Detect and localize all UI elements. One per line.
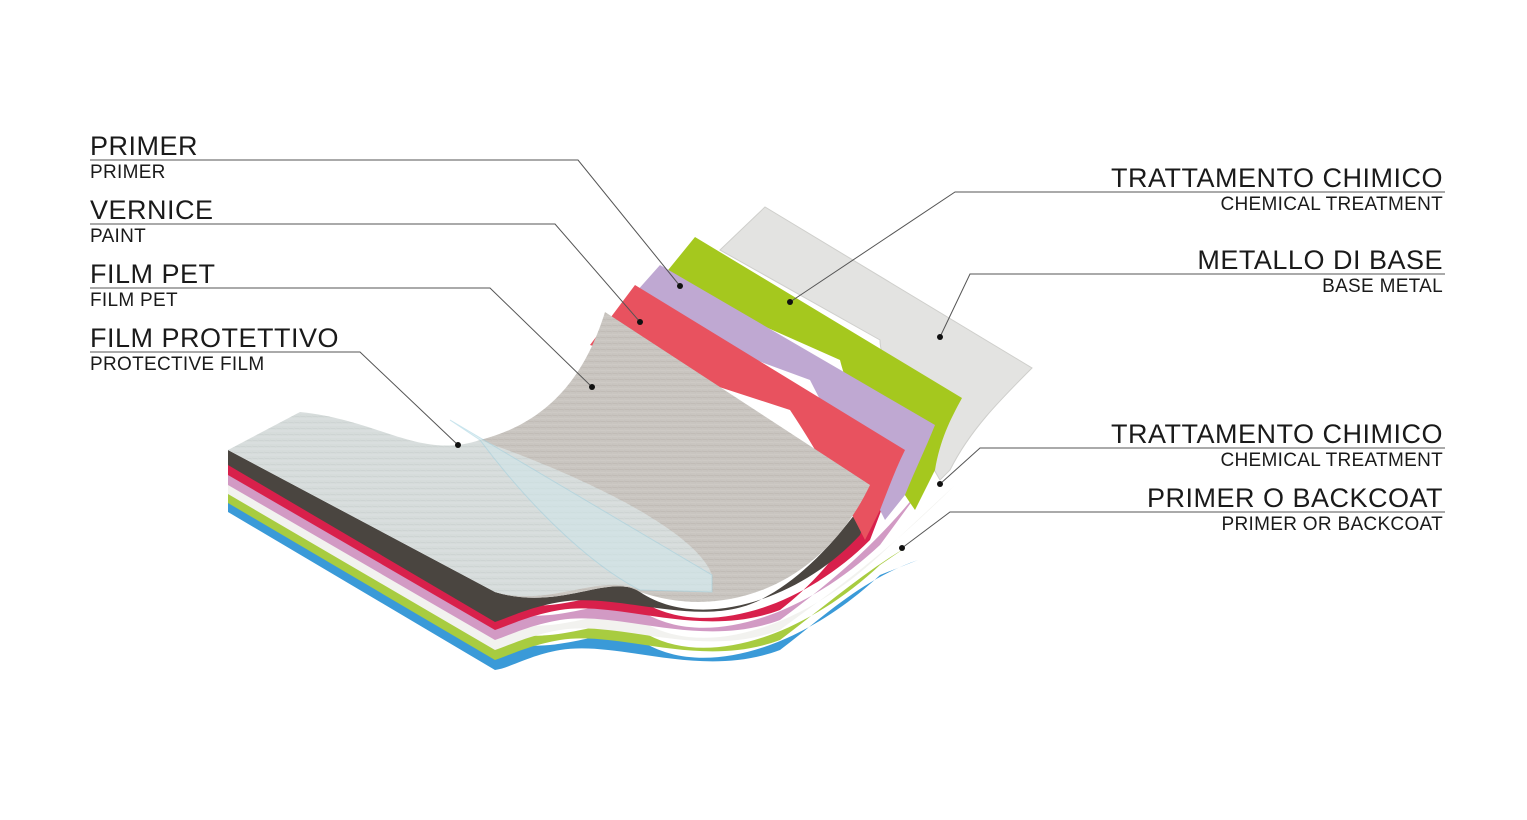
protective-film-clear [449, 419, 713, 593]
label-trattamento-bottom-main: TRATTAMENTO CHIMICO [1111, 419, 1443, 449]
label-film-pet-sub: FILM PET [90, 290, 178, 311]
leader-backcoat [901, 511, 1445, 549]
dot-film-pet [589, 384, 595, 390]
dot-trattamento-bottom [937, 481, 943, 487]
leader-film-protettivo [90, 351, 459, 446]
label-film-protettivo: FILM PROTETTIVO PROTECTIVE FILM [90, 323, 339, 377]
leader-film-pet [90, 287, 593, 388]
leader-vernice [90, 223, 641, 323]
label-primer-backcoat: PRIMER O BACKCOAT PRIMER OR BACKCOAT [1147, 483, 1443, 537]
layer-stack-edges [228, 448, 955, 670]
label-metallo-base-sub: BASE METAL [1322, 276, 1443, 297]
dot-trattamento-top [787, 299, 793, 305]
label-metallo-base-main: METALLO DI BASE [1197, 245, 1443, 275]
dot-primer [677, 283, 683, 289]
label-vernice-sub: PAINT [90, 226, 147, 247]
label-film-protettivo-sub: PROTECTIVE FILM [90, 354, 265, 375]
peeled-layers [228, 206, 1033, 602]
label-film-protettivo-main: FILM PROTETTIVO [90, 323, 340, 353]
label-primer-sub: PRIMER [90, 162, 166, 183]
base-metal-edge [228, 490, 905, 660]
film-edge [228, 450, 880, 622]
paint-layer [590, 285, 905, 540]
label-trattamento-top: TRATTAMENTO CHIMICO CHEMICAL TREATMENT [1111, 163, 1443, 217]
dot-vernice [637, 319, 643, 325]
label-film-pet: FILM PET FILM PET [90, 259, 216, 313]
dot-backcoat [899, 545, 905, 551]
leader-primer [90, 159, 681, 287]
label-film-pet-main: FILM PET [90, 259, 216, 289]
label-metallo-base: METALLO DI BASE BASE METAL [1197, 245, 1443, 299]
label-primer: PRIMER PRIMER [90, 131, 198, 185]
leader-dots [455, 283, 943, 551]
leader-metallo [939, 273, 1445, 338]
leader-trattamento-bottom [939, 447, 1445, 485]
dot-metallo [937, 334, 943, 340]
label-vernice: VERNICE PAINT [90, 195, 214, 249]
leader-lines [90, 159, 1445, 549]
label-primer-backcoat-main: PRIMER O BACKCOAT [1146, 483, 1443, 513]
label-trattamento-top-main: TRATTAMENTO CHIMICO [1111, 163, 1443, 193]
label-trattamento-bottom-sub: CHEMICAL TREATMENT [1220, 450, 1443, 471]
label-primer-main: PRIMER [90, 131, 199, 161]
dot-film-protettivo [455, 442, 461, 448]
label-vernice-main: VERNICE [90, 195, 214, 225]
label-trattamento-bottom: TRATTAMENTO CHIMICO CHEMICAL TREATMENT [1111, 419, 1443, 473]
leader-trattamento-top [789, 191, 1445, 303]
label-primer-backcoat-sub: PRIMER OR BACKCOAT [1221, 514, 1443, 535]
label-trattamento-top-sub: CHEMICAL TREATMENT [1220, 194, 1443, 215]
